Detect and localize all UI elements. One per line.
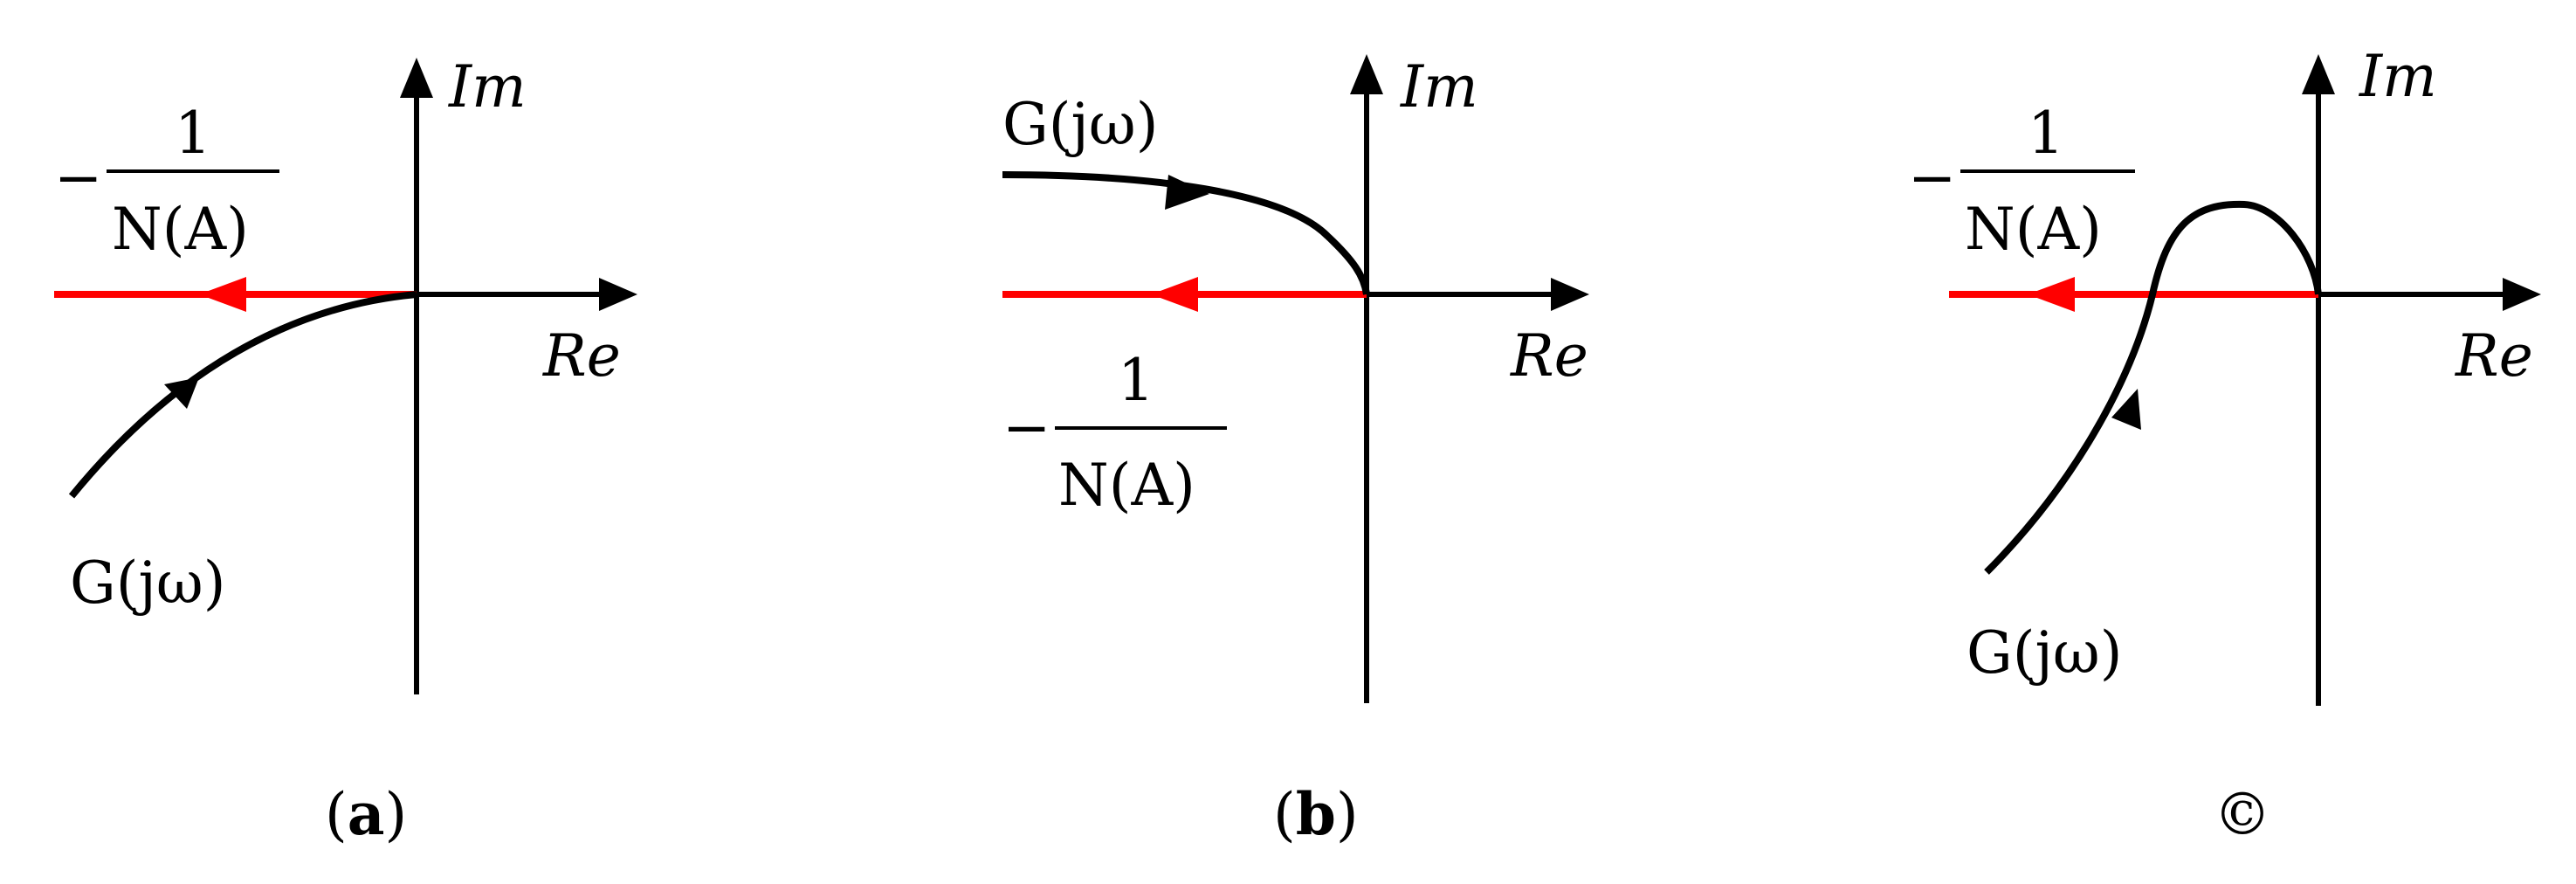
panel-a-nyquist-curve-arrowhead (164, 377, 199, 409)
panel-a-real-label: Re (542, 322, 621, 390)
panel-b-nyquist-curve (1002, 171, 1370, 295)
panel-a-imag-axis-arrowhead (400, 58, 433, 98)
panel-c-describing-function-arrowhead (2028, 277, 2075, 312)
panel-a: Im Re − 1 N(A) G(jω) (a) (54, 53, 637, 848)
panel-b-caption: (b) (1273, 780, 1359, 848)
panel-c-imag-label: Im (2359, 43, 2437, 110)
panel-a-df-numerator: 1 (175, 100, 211, 167)
panel-c-df-minus: − (1908, 144, 1956, 211)
panel-b-curve-label: G(jω) (1002, 91, 1159, 158)
panel-a-describing-function-arrowhead (199, 277, 246, 312)
panel-c-caption: © (2214, 781, 2271, 848)
panel-c: Im Re − 1 N(A) G(jω) © (1908, 43, 2541, 848)
panel-c-curve-label: G(jω) (1966, 619, 2123, 687)
panel-a-curve-label: G(jω) (70, 549, 226, 617)
panel-c-imag-axis-arrowhead (2302, 54, 2335, 94)
panel-b-imag-axis-arrowhead (1350, 54, 1383, 94)
panel-b-df-numerator: 1 (1118, 347, 1154, 414)
panel-a-df-minus: − (54, 144, 102, 211)
panel-c-nyquist-curve-arrowhead (2111, 389, 2141, 430)
panel-a-imag-label: Im (448, 53, 527, 121)
panel-c-df-numerator: 1 (2028, 100, 2064, 167)
panel-b-df-minus: − (1002, 394, 1050, 461)
panel-a-df-denominator: N(A) (112, 196, 249, 263)
panel-c-real-axis-arrowhead (2503, 278, 2541, 311)
panel-c-real-label: Re (2455, 322, 2533, 390)
panel-b-nyquist-curve-arrowhead (1165, 175, 1209, 210)
panel-b-df-denominator: N(A) (1058, 452, 1195, 519)
panel-b-real-axis-arrowhead (1551, 278, 1589, 311)
panel-b: Im Re G(jω) − 1 N(A) (b) (1002, 53, 1589, 848)
panel-b-imag-label: Im (1400, 53, 1478, 121)
panel-b-real-label: Re (1510, 322, 1588, 390)
panel-a-nyquist-curve (68, 291, 417, 499)
panel-a-caption: (a) (325, 780, 407, 848)
panel-b-describing-function-arrowhead (1151, 277, 1198, 312)
panel-c-nyquist-curve (1984, 200, 2322, 575)
panel-a-real-axis-arrowhead (599, 278, 637, 311)
panel-c-df-denominator: N(A) (1965, 196, 2102, 263)
